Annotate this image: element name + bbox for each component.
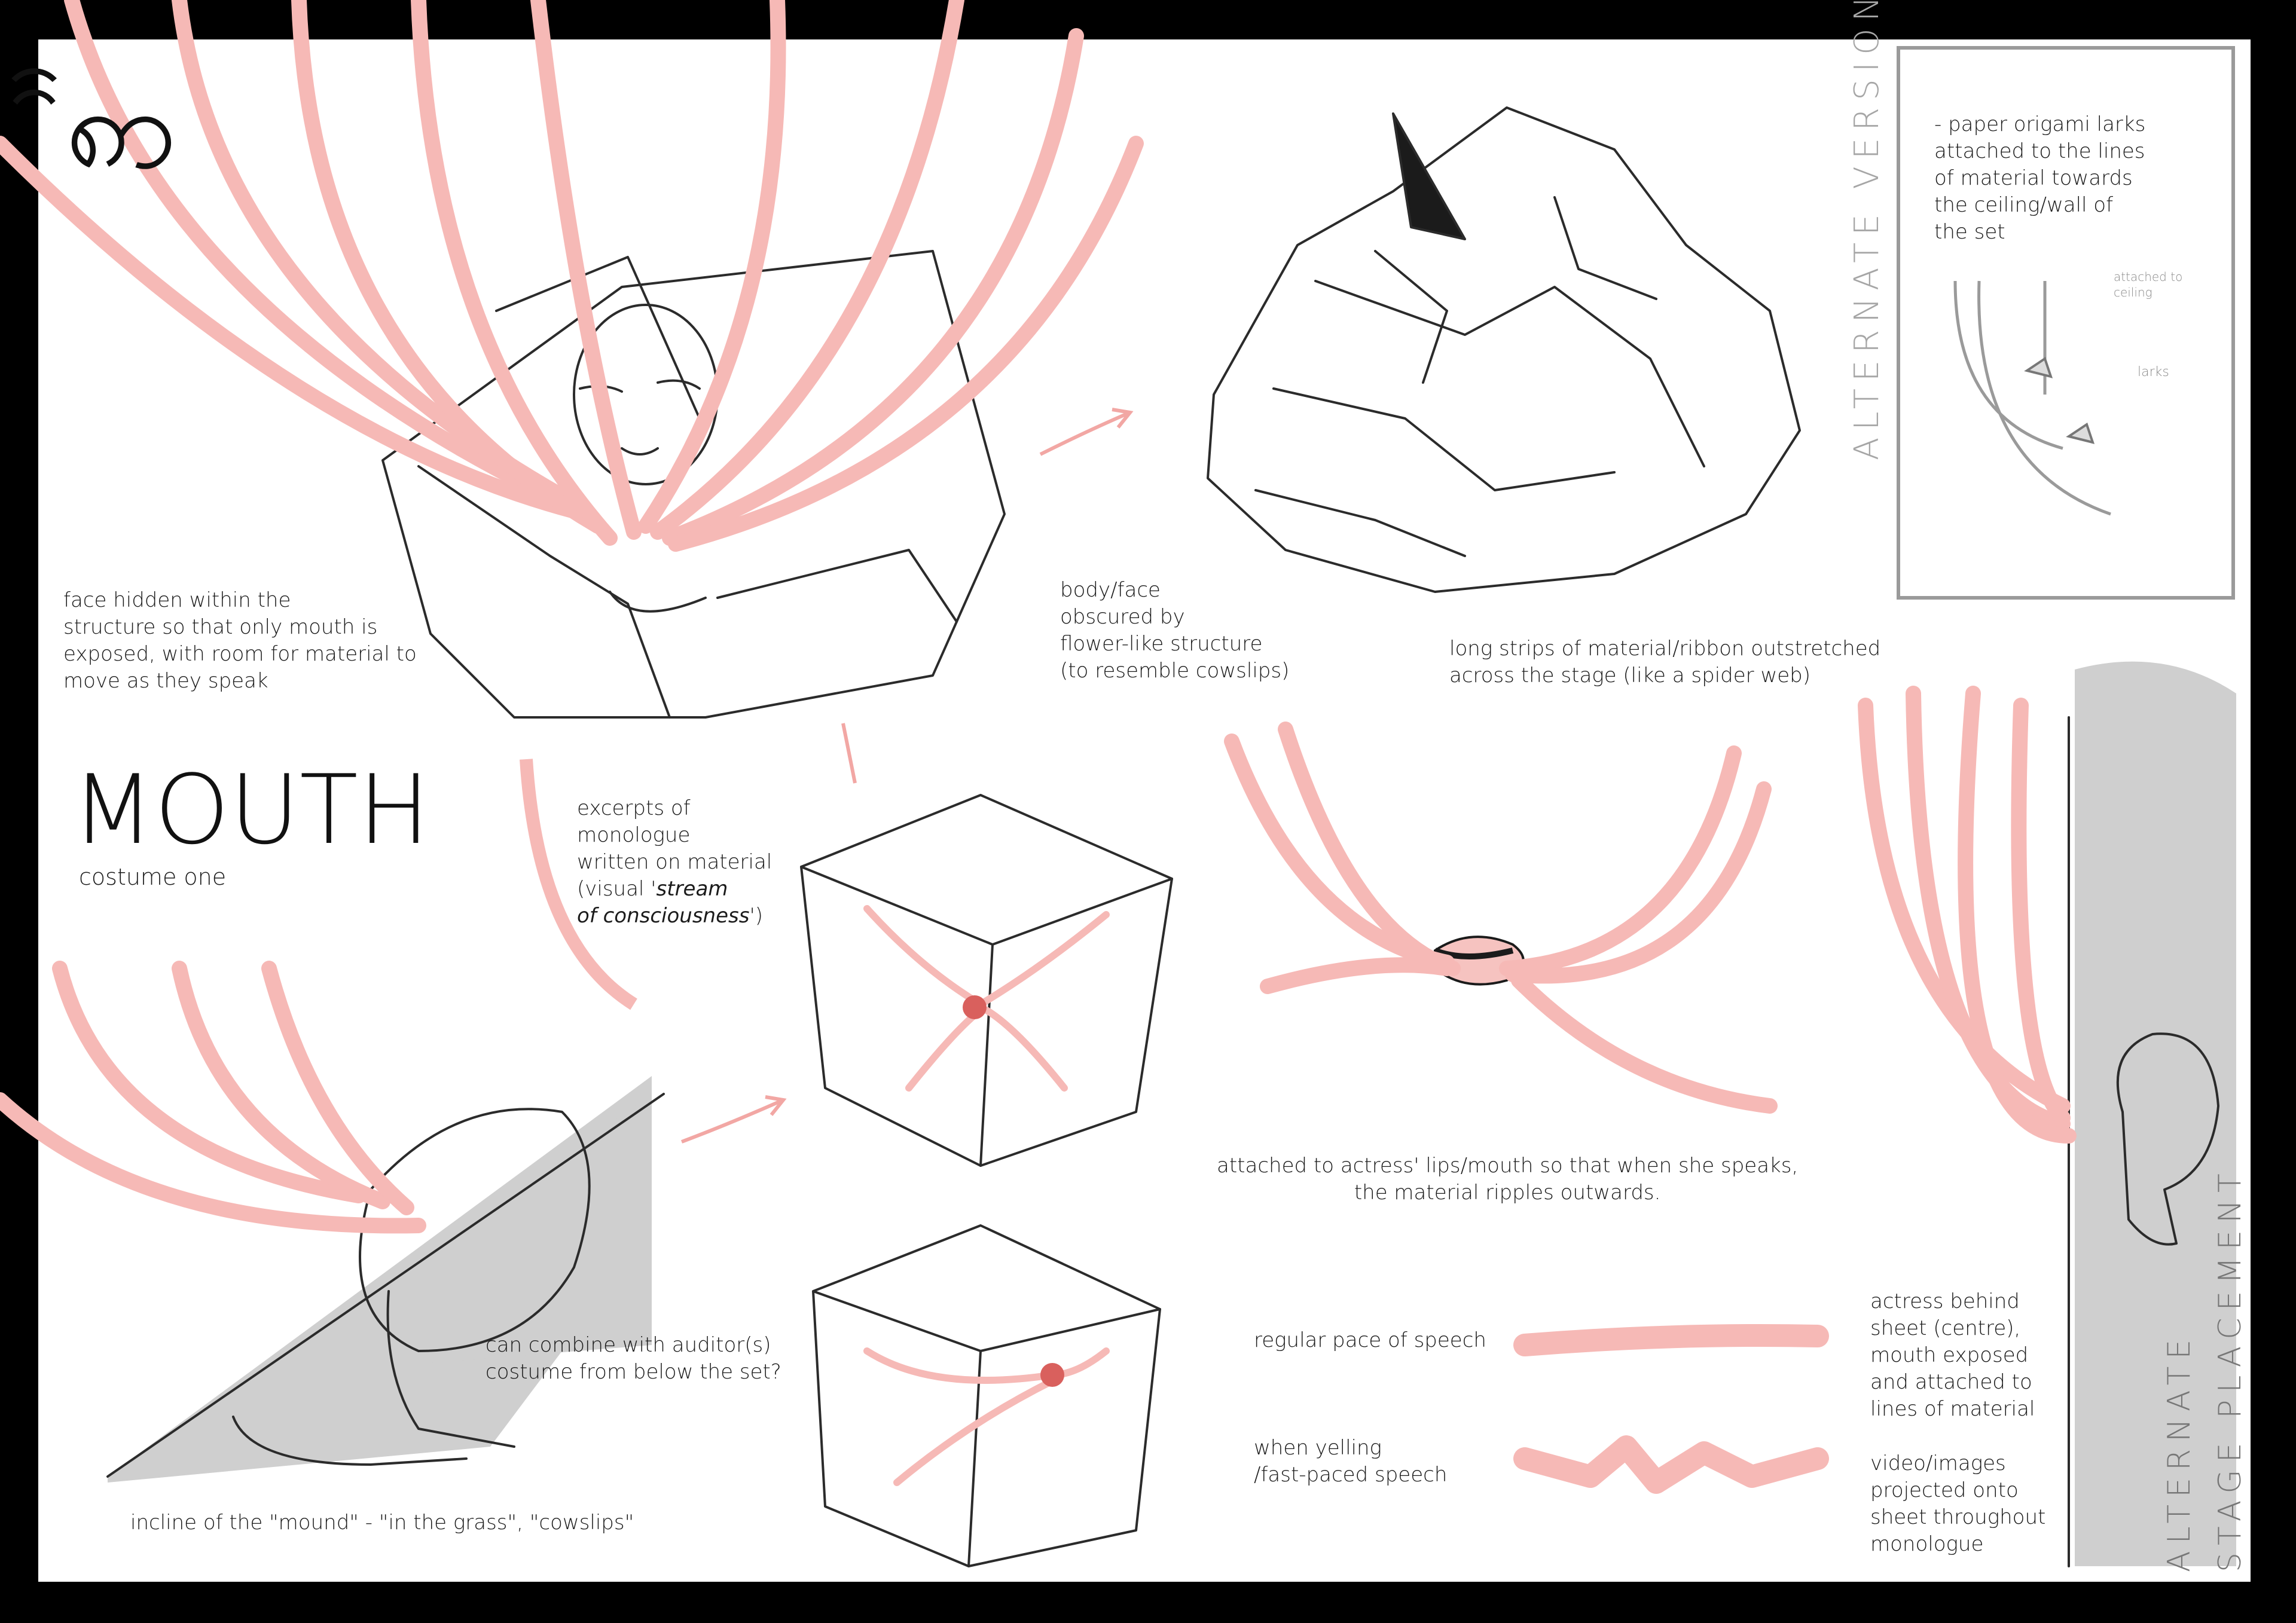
cube-sketch-top bbox=[800, 794, 1173, 1167]
arrow-to-flower bbox=[1039, 408, 1134, 456]
note-face-hidden: face hidden within the structure so that… bbox=[63, 588, 417, 693]
note-incline: incline of the "mound" - "in the grass",… bbox=[130, 1511, 634, 1535]
note-larks: larks bbox=[2138, 365, 2169, 380]
note-attached-ceiling: attached to ceiling bbox=[2114, 270, 2183, 299]
page-subtitle: costume one bbox=[79, 864, 227, 890]
flower-structure-sketch bbox=[1207, 106, 1801, 593]
note-yelling: when yelling /fast-paced speech bbox=[1254, 1436, 1448, 1487]
note-actress-behind: actress behind sheet (centre), mouth exp… bbox=[1870, 1289, 2035, 1421]
mound-shading bbox=[108, 1076, 652, 1483]
arrow-from-mound bbox=[680, 1095, 787, 1144]
cube-sketch-bottom bbox=[812, 1224, 1161, 1567]
kneeling-figure-sketch bbox=[106, 1093, 665, 1478]
note-body-face: body/face obscured by flower-like struct… bbox=[1060, 578, 1290, 683]
label-alternate-stage-1: ALTERNATE bbox=[2161, 1332, 2197, 1572]
monologue-ribbon bbox=[520, 759, 637, 1010]
ribbon-strands bbox=[0, 0, 2077, 1234]
note-long-strips: long strips of material/ribbon outstretc… bbox=[1449, 637, 1881, 687]
note-origami: - paper origami larks attached to the li… bbox=[1934, 112, 2146, 244]
sheet-shading bbox=[2075, 661, 2236, 1566]
regular-pace-ribbon bbox=[1513, 1324, 1829, 1356]
alternate-version-frame bbox=[1897, 46, 2235, 600]
page-title: MOUTH bbox=[72, 754, 430, 866]
yelling-pace-ribbon bbox=[1513, 1435, 1829, 1494]
note-excerpts-emphasis: stream of consciousness bbox=[577, 877, 750, 928]
logo-mark: ꩰꩱ bbox=[66, 62, 177, 194]
label-alternate-version: ALTERNATE VERSION : bbox=[1848, 0, 1886, 460]
note-excerpts: excerpts of monologue written on materia… bbox=[577, 795, 772, 930]
note-excerpts-part2: ') bbox=[749, 904, 764, 928]
note-attached-lips: attached to actress' lips/mouth so that … bbox=[1217, 1154, 1799, 1205]
note-excerpts-part1: excerpts of monologue written on materia… bbox=[577, 796, 773, 901]
arrow-to-cube bbox=[841, 723, 857, 784]
mouth-point-bottom bbox=[1040, 1363, 1064, 1387]
note-video: video/images projected onto sheet throug… bbox=[1870, 1451, 2046, 1556]
mouth-point-top bbox=[963, 995, 987, 1019]
cube-ribbons bbox=[863, 905, 1110, 1486]
label-alternate-stage-2: STAGE PLACEMENT bbox=[2212, 1166, 2248, 1572]
flow-arrows bbox=[680, 408, 1134, 1144]
note-combine: can combine with auditor(s) costume from… bbox=[486, 1333, 781, 1384]
note-regular-pace: regular pace of speech bbox=[1254, 1328, 1486, 1352]
